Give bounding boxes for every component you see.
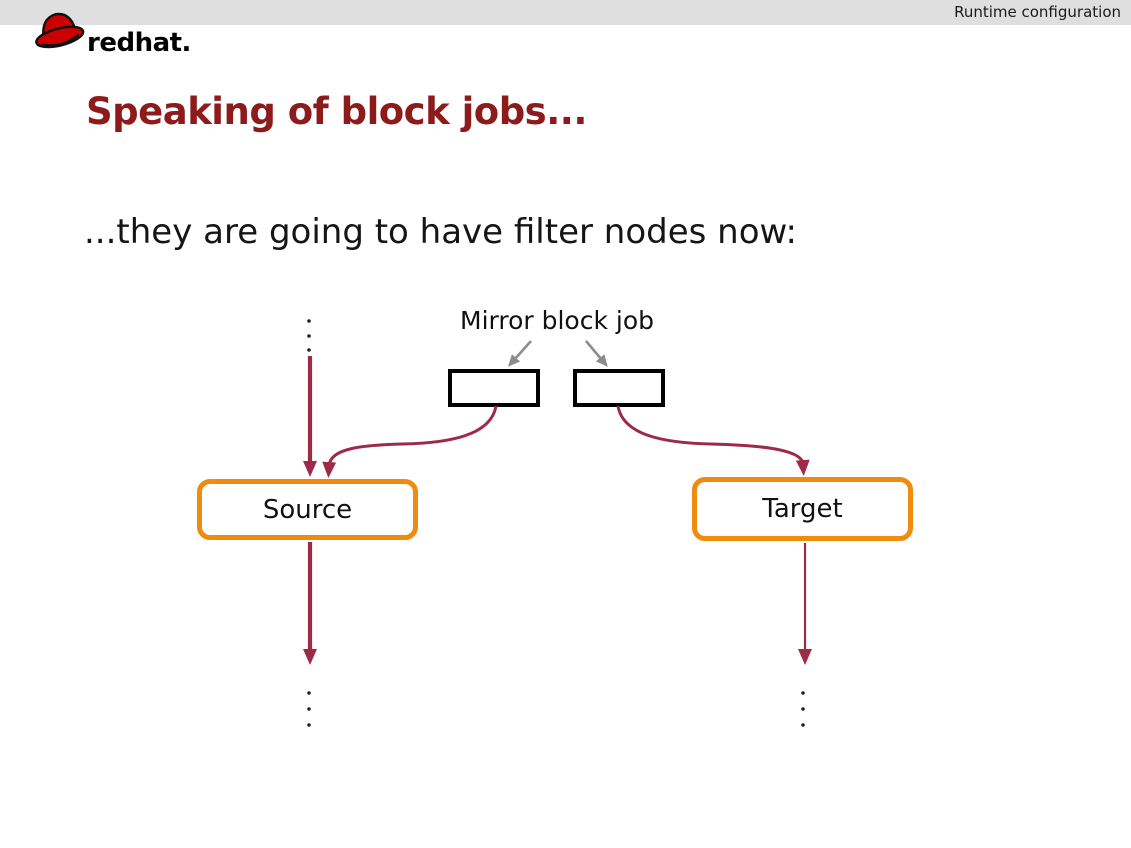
filter-node-box-right (573, 369, 665, 407)
redhat-wordmark: redhat. (87, 30, 191, 59)
section-label: Runtime configuration (954, 3, 1121, 21)
ellipsis-dots-top-left (307, 319, 311, 352)
target-node: Target (692, 477, 913, 541)
redhat-logo: redhat. (33, 8, 191, 59)
slide-title: Speaking of block jobs... (86, 90, 587, 133)
ellipsis-dots-bottom-right (801, 691, 805, 727)
wordmark-red: red (87, 28, 135, 58)
label-pointer-left-icon (507, 340, 532, 367)
curve-filter-to-source (322, 405, 498, 478)
filter-node-box-left (448, 369, 540, 407)
source-node: Source (197, 479, 418, 540)
mirror-job-label: Mirror block job (460, 306, 654, 335)
redhat-fedora-icon (33, 8, 85, 59)
ellipsis-dots-bottom-left (307, 691, 311, 727)
target-node-label: Target (762, 494, 843, 524)
slide-subtitle: ...they are going to have filter nodes n… (84, 212, 797, 252)
source-node-label: Source (262, 494, 353, 525)
curve-filter-to-target (616, 405, 810, 476)
label-pointer-right-icon (585, 340, 608, 367)
wordmark-hat: hat. (134, 28, 192, 58)
header-band: Runtime configuration (0, 0, 1131, 25)
